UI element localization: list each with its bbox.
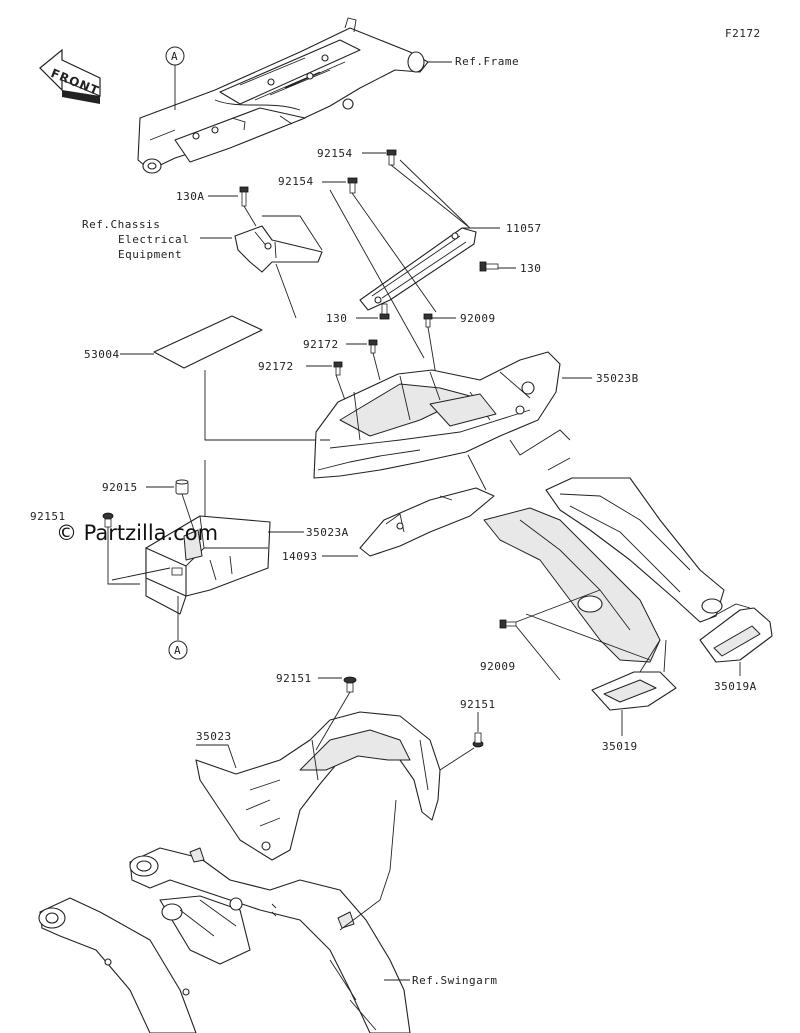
center-fender-drawing: [483, 507, 661, 663]
swingarm-drawing: [38, 799, 411, 1033]
bolt-92151-right-icon: [472, 732, 484, 748]
callout-a-bottom: [168, 640, 188, 660]
callout-a-bottom-label: A: [174, 644, 181, 657]
part-label-130-right: 130: [520, 262, 541, 275]
part-label-14093: 14093: [282, 550, 318, 563]
bolt-130-right-icon: [479, 261, 499, 272]
ref-chassis-label-2: Electrical: [118, 233, 189, 246]
sheet-53004-drawing: [153, 315, 263, 369]
watermark-text: © Partzilla.com: [56, 521, 218, 545]
part-label-130-left: 130: [326, 312, 347, 325]
callout-a-top-label: A: [171, 50, 178, 63]
part-label-92151-center: 92151: [276, 672, 312, 685]
part-label-11057: 11057: [506, 222, 542, 235]
figure-code: F2172: [725, 27, 761, 40]
part-label-92154-upper: 92154: [317, 147, 353, 160]
part-label-35023a: 35023A: [306, 526, 349, 539]
bolt-130a-icon: [239, 186, 249, 207]
part-label-92172-upper: 92172: [303, 338, 339, 351]
ref-chassis-label-3: Equipment: [118, 248, 182, 261]
ref-frame-label: Ref.Frame: [455, 55, 519, 68]
bolt-92154-lower-icon: [347, 177, 358, 194]
front-arrow-icon: FRONT: [39, 48, 101, 104]
frame-drawing: [137, 17, 429, 174]
bolt-92172-upper-icon: [368, 339, 378, 354]
ref-swingarm-label: Ref.Swingarm: [412, 974, 497, 987]
bolt-92151-left-icon: [102, 512, 114, 528]
reflector-35019a-drawing: [699, 603, 773, 663]
part-label-35019a: 35019A: [714, 680, 757, 693]
part-label-130a: 130A: [176, 190, 205, 203]
part-label-92009-upper: 92009: [460, 312, 496, 325]
part-label-92015: 92015: [102, 481, 138, 494]
undertray-35023b-drawing: [313, 351, 561, 479]
bolt-92154-upper-icon: [386, 149, 397, 166]
bolt-130-left-icon: [379, 303, 390, 320]
reflector-35019-drawing: [591, 639, 677, 711]
bolt-92172-lower-icon: [333, 361, 343, 376]
part-label-53004: 53004: [84, 348, 120, 361]
side-rail-drawing: [545, 457, 725, 623]
bolt-92151-center-icon: [343, 676, 357, 693]
rear-fender-35023-drawing: [195, 711, 441, 861]
battery-case-35023a-drawing: [145, 515, 271, 615]
chassis-bracket-drawing: [234, 225, 323, 273]
part-label-92151-right: 92151: [460, 698, 496, 711]
grommet-92015-icon: [175, 479, 189, 495]
part-label-92151-left: 92151: [30, 510, 66, 523]
part-label-35023b: 35023B: [596, 372, 639, 385]
part-label-35019: 35019: [602, 740, 638, 753]
ref-chassis-label-1: Ref.Chassis: [82, 218, 160, 231]
bolt-92009-lower-icon: [499, 619, 517, 629]
cover-14093-drawing: [359, 487, 495, 557]
part-label-92172-lower: 92172: [258, 360, 294, 373]
plate-11057-drawing: [359, 227, 477, 311]
part-label-92009-lower: 92009: [480, 660, 516, 673]
bolt-92009-upper-icon: [423, 313, 433, 328]
part-label-92154-lower: 92154: [278, 175, 314, 188]
part-label-35023: 35023: [196, 730, 232, 743]
